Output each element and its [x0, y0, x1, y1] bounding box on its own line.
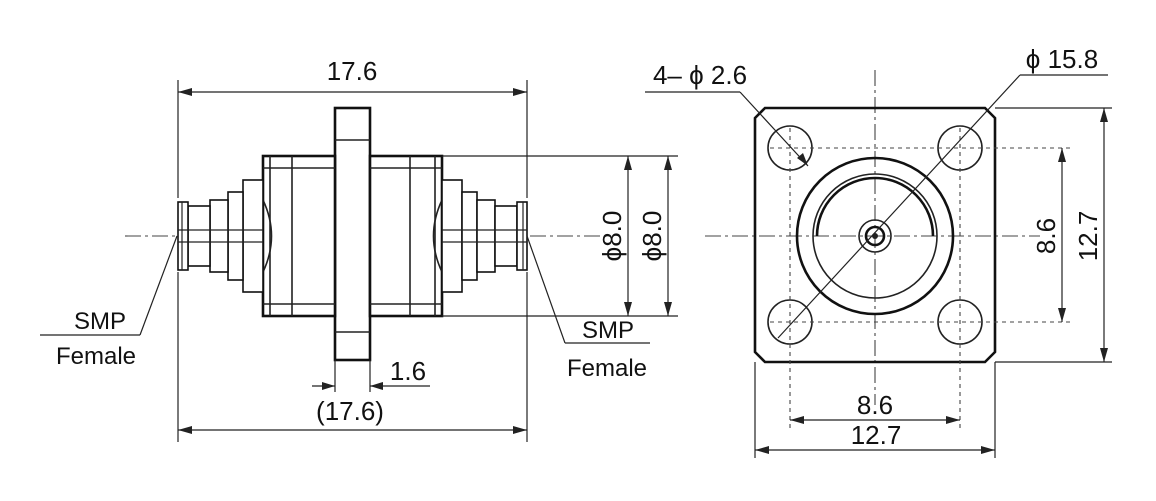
- overall-length-label: 17.6: [327, 56, 378, 86]
- left-smp-leader: [139, 235, 178, 336]
- side-view: 17.6 (17.6) 1.6: [40, 56, 678, 442]
- flange-width-label: 12.7: [851, 420, 902, 450]
- circle-callout-label: ϕ 15.8: [1026, 44, 1098, 74]
- flange-height-label: 12.7: [1073, 211, 1103, 262]
- hole-callout-label: 4– ϕ 2.6: [653, 60, 747, 90]
- hole-spacing-horizontal-label: 8.6: [857, 390, 893, 420]
- hole-callout-leader: [739, 91, 809, 167]
- front-view: ϕ 15.8 4– ϕ 2.6 8.6 12.7 8.6: [645, 44, 1112, 458]
- left-smp-label: SMP: [74, 308, 126, 335]
- right-smp-leader: [526, 235, 566, 344]
- flange-thickness-dimension: [312, 360, 430, 392]
- hex-outer-circle: [795, 156, 955, 316]
- center-contact: [864, 225, 886, 247]
- hole-spacing-vertical-label: 8.6: [1031, 218, 1061, 254]
- reference-length-label: (17.6): [316, 396, 384, 426]
- flange-width-dimension: [754, 362, 996, 458]
- body-arc: [815, 176, 935, 237]
- diameter-dimensions: [442, 155, 678, 317]
- right-hex-body: [368, 154, 444, 318]
- square-flange-outline: [753, 106, 997, 364]
- reference-length-dimension: [177, 272, 528, 442]
- diameter-outer-label: ϕ8.0: [637, 211, 667, 262]
- left-hex-body: [261, 154, 337, 318]
- left-female-label: Female: [56, 343, 136, 370]
- body-circle: [812, 173, 938, 299]
- circle-callout-leader: [777, 74, 1021, 339]
- flange-thickness-label: 1.6: [390, 356, 426, 386]
- flange-height-dimension: [995, 107, 1112, 363]
- right-smp-label: SMP: [582, 317, 634, 344]
- hole-spacing-vertical-dimension: [1058, 148, 1066, 322]
- hole-spacing-horizontal-dimension: [790, 416, 960, 424]
- flange-plate: [333, 106, 372, 362]
- right-smp-connector: [441, 179, 528, 293]
- right-female-label: Female: [567, 355, 647, 382]
- connector-ring: [858, 219, 892, 253]
- overall-length-dimension: [177, 80, 528, 198]
- diameter-inner-label: ϕ8.0: [597, 211, 627, 262]
- left-smp-connector: [177, 179, 264, 293]
